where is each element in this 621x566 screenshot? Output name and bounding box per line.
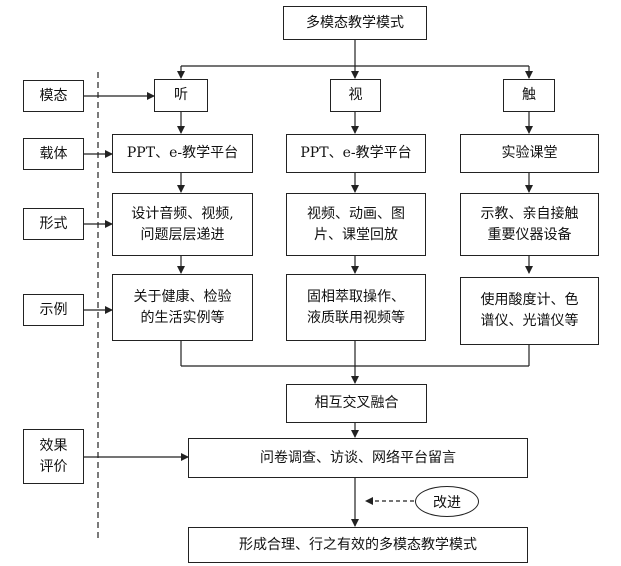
carrier-shi: PPT、e-教学平台 bbox=[286, 134, 426, 173]
form-ting: 设计音频、视频,问题层层递进 bbox=[112, 193, 253, 256]
example-ting: 关于健康、检验的生活实例等 bbox=[112, 274, 253, 341]
carrier-ting: PPT、e-教学平台 bbox=[112, 134, 253, 173]
survey-box: 问卷调查、访谈、网络平台留言 bbox=[188, 438, 528, 478]
example-chu: 使用酸度计、色谱仪、光谱仪等 bbox=[460, 277, 599, 345]
modality-shi: 视 bbox=[330, 79, 381, 112]
form-shi: 视频、动画、图片、课堂回放 bbox=[286, 193, 426, 256]
label-evaluation: 效果 评价 bbox=[23, 429, 84, 484]
carrier-chu: 实验课堂 bbox=[460, 134, 599, 173]
modality-ting: 听 bbox=[154, 79, 208, 112]
label-modality: 模态 bbox=[23, 80, 84, 112]
merge-box: 相互交叉融合 bbox=[286, 384, 427, 423]
label-carrier: 载体 bbox=[23, 138, 84, 170]
example-shi: 固相萃取操作、液质联用视频等 bbox=[286, 274, 426, 341]
top-box: 多模态教学模式 bbox=[283, 6, 427, 40]
form-chu: 示教、亲自接触重要仪器设备 bbox=[460, 193, 599, 256]
label-form: 形式 bbox=[23, 208, 84, 240]
improve-oval: 改进 bbox=[415, 486, 479, 517]
result-box: 形成合理、行之有效的多模态教学模式 bbox=[188, 527, 528, 563]
modality-chu: 触 bbox=[503, 79, 555, 112]
label-example: 示例 bbox=[23, 294, 84, 326]
